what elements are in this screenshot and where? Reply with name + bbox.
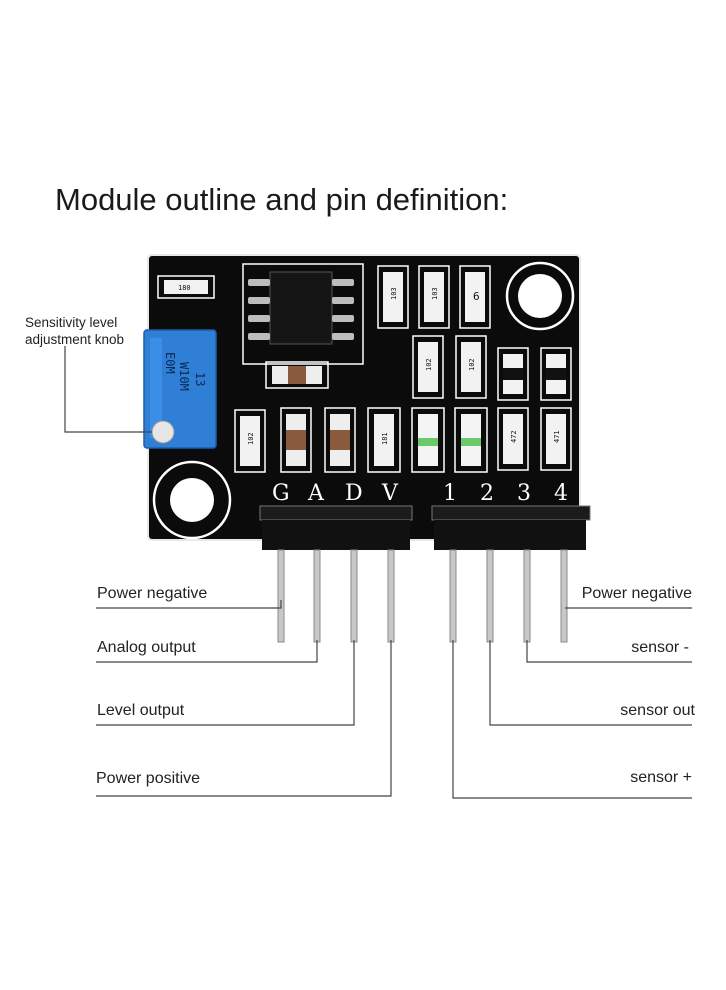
label-power-negative-right: Power negative [581,585,692,602]
resistor-code: 181 [381,432,389,445]
resistor-code: 6 [473,290,480,303]
pin-label-a: A [307,481,325,506]
pin-label-d: D [345,481,363,506]
diode-b [540,347,572,401]
pin-label-g: G [272,481,290,506]
resistor-472: 472 [497,407,529,471]
label-sensor-minus: sensor - [631,639,689,656]
label-sensor-out: sensor out [620,702,695,719]
resistor-102-mid-a: 102 [412,335,444,399]
resistor-180: 180 [157,275,215,299]
label-sensor-plus: sensor + [630,769,692,786]
label-power-positive: Power positive [96,770,201,787]
mounting-hole-bottom-left [152,460,232,540]
capacitor-vertical-a [280,407,312,473]
pin-label-2: 2 [480,481,494,506]
label-power-negative-left: Power negative [97,585,208,602]
knob-marking: 13 [193,372,207,386]
resistor-code: 472 [510,430,518,443]
resistor-103-b: 103 [418,265,450,329]
knob-marking: W10M [177,362,191,391]
diode-a [497,347,529,401]
page-title: Module outline and pin definition: [55,182,509,217]
header-pins [277,549,568,643]
label-level-output: Level output [97,702,185,719]
knob-label-line2: adjustment knob [25,332,125,347]
resistor-code: 102 [468,358,476,371]
ic-chip [242,263,364,365]
pin-header-left [259,505,413,550]
potentiometer-knob: 13 W10M E0M [143,329,217,449]
capacitor-vertical-b [324,407,356,473]
pin-label-4: 4 [554,481,568,506]
pin-labels-right: 1 2 3 4 [443,481,568,506]
pin-label-v: V [381,481,399,506]
mounting-hole-top-right [505,261,575,331]
resistor-code: 102 [247,432,255,445]
resistor-code: 103 [390,287,398,300]
resistor-code: 471 [553,430,561,443]
resistor-471: 471 [540,407,572,471]
resistor-6: 6 [459,265,491,329]
resistor-102-bottom: 102 [234,409,266,473]
pin-header-right [431,505,591,550]
led-b [454,407,488,473]
resistor-code: 102 [425,358,433,371]
led-a [411,407,445,473]
pin-label-1: 1 [443,481,457,506]
resistor-102-mid-b: 102 [455,335,487,399]
resistor-103-a: 103 [377,265,409,329]
resistor-181: 181 [367,407,401,473]
pin-label-3: 3 [517,481,531,506]
capacitor-horizontal [265,361,329,389]
pin-labels-left: G A D V [272,481,399,506]
label-analog-output: Analog output [97,639,196,656]
leader-lines [64,346,692,799]
resistor-code: 180 [178,284,191,292]
resistor-code: 103 [431,287,439,300]
knob-marking: E0M [163,352,177,374]
knob-label-line1: Sensitivity level [25,315,118,330]
